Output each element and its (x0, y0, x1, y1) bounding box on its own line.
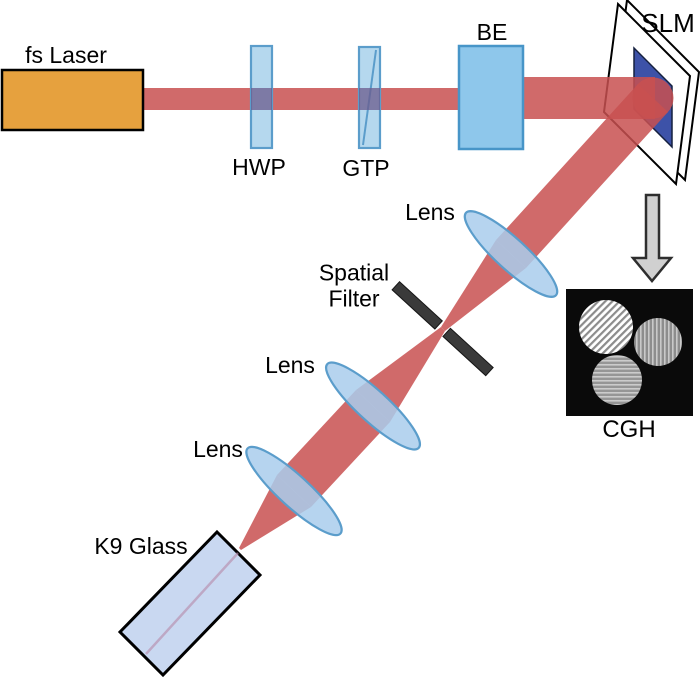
label-slm: SLM (641, 8, 695, 39)
label-spatial-filter: Spatial Filter (318, 259, 390, 312)
k9-glass-block (117, 529, 263, 678)
lens-bottom (245, 445, 343, 537)
cgh-circle-diagonal-stripes (579, 300, 633, 354)
label-be: BE (476, 18, 508, 45)
beam-slm-to-lens (496, 84, 668, 268)
spatial-filter-bar-upper (391, 281, 443, 330)
label-k9-glass: K9 Glass (94, 532, 188, 559)
lens-top-ellipse (463, 210, 559, 298)
label-hwp: HWP (232, 153, 286, 180)
label-gtp: GTP (342, 154, 390, 181)
beam-lens2-to-lens3 (277, 390, 390, 507)
beam-inside-glass (145, 552, 239, 655)
beam-expander-box (457, 44, 525, 151)
cgh-circle-horizontal-stripes (592, 355, 642, 405)
beam-narrow-horizontal (143, 88, 523, 110)
down-arrow-icon (630, 193, 674, 283)
spatial-filter-bar-lower (442, 327, 494, 377)
laser-box (0, 68, 145, 132)
lens-top (463, 210, 559, 298)
glan-taylor-prism (357, 45, 382, 150)
hwp-beam-overlap (251, 88, 272, 110)
gtp-beam-overlap (359, 88, 380, 110)
lens-middle-ellipse (325, 361, 421, 451)
label-lens-middle: Lens (265, 351, 315, 378)
label-fs-laser: fs Laser (25, 41, 107, 68)
label-lens-top: Lens (405, 198, 455, 225)
label-lens-bottom: Lens (193, 435, 243, 462)
spatial-filter (391, 281, 494, 377)
half-wave-plate (249, 44, 274, 150)
cgh-circle-vertical-stripes (634, 318, 682, 366)
lens-bottom-ellipse (245, 445, 343, 537)
lens-middle (325, 361, 421, 451)
cgh-image (566, 289, 693, 416)
label-cgh: CGH (602, 416, 656, 444)
